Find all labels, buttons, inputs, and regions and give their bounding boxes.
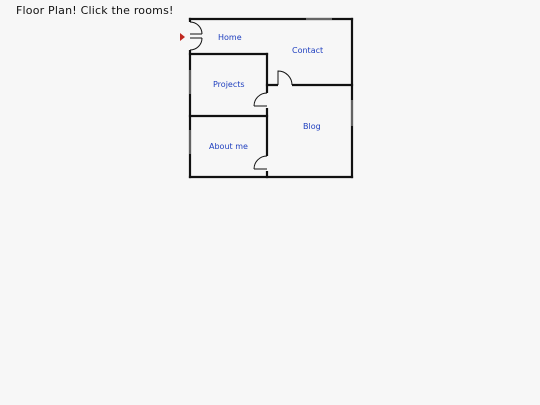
page-title: Floor Plan! Click the rooms!: [16, 4, 174, 17]
room-blog[interactable]: [267, 86, 352, 177]
room-label-home[interactable]: Home: [218, 33, 242, 42]
entry-arrow-icon: [180, 33, 185, 41]
room-label-about[interactable]: About me: [209, 142, 248, 151]
room-label-projects[interactable]: Projects: [213, 80, 245, 89]
door-swings: [189, 21, 293, 170]
room-label-contact[interactable]: Contact: [292, 46, 323, 55]
room-label-blog[interactable]: Blog: [303, 122, 321, 131]
windows: [189, 18, 353, 154]
